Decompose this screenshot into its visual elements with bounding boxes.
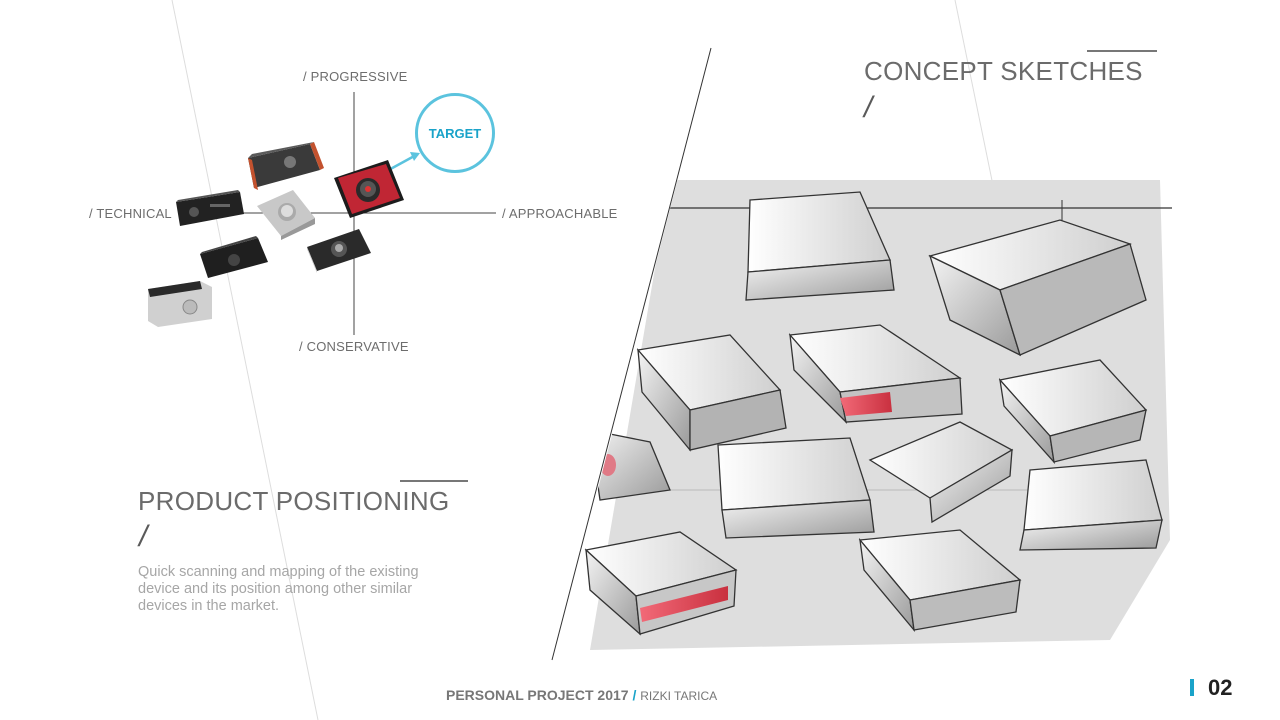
footer-author: RIZKI TARICA [640,689,718,703]
axis-label-progressive: / PROGRESSIVE [303,69,408,84]
footer-project: PERSONAL PROJECT 2017 [446,687,629,703]
device-jbl-red [334,160,404,218]
device-red-sided [248,142,324,190]
axis-label-approachable: / APPROACHABLE [502,206,618,221]
footer: PERSONAL PROJECT 2017 / RIZKI TARICA [446,687,717,703]
page-number-marker [1190,679,1194,696]
product-positioning-description: Quick scanning and mapping of the existi… [138,564,419,614]
target-circle: TARGET [415,93,495,173]
page-number: 02 [1208,675,1233,700]
device-silver-wedge [257,190,315,240]
axis-label-technical: / TECHNICAL [89,206,172,221]
concept-sketches-slash: / [864,91,873,124]
device-silver-amp [148,281,212,327]
footer-slash: / [632,687,637,703]
axis-label-conservative: / CONSERVATIVE [299,339,409,354]
concept-sketches-title: CONCEPT SKETCHES [864,56,1143,86]
product-positioning-slash: / [139,520,148,553]
device-dark-knob [307,229,371,273]
device-black-flat [200,236,268,278]
concept-sketches-image [584,180,1172,650]
product-positioning-title: PRODUCT POSITIONING [138,486,450,516]
concept-title-rule [1087,50,1157,52]
device-black-box [176,190,244,226]
title-rule [400,480,468,482]
target-label: TARGET [428,125,482,141]
